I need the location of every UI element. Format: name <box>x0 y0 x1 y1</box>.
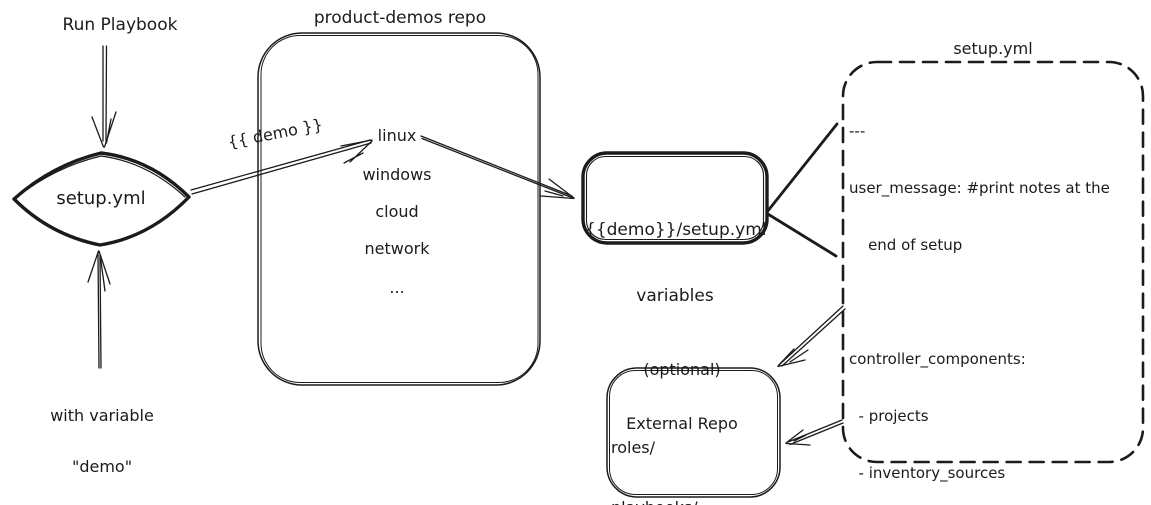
variables-box-label: {{demo}}/setup.yml variables <box>585 175 767 351</box>
yaml-line: end of setup <box>849 236 963 254</box>
variables-box-line1: {{demo}}/setup.yml <box>585 220 767 240</box>
external-repo-box <box>606 367 781 498</box>
external-repo-content: roles/ playbooks/ .... <box>611 398 776 505</box>
yaml-line: user_message: #print notes at the <box>849 179 1110 197</box>
external-repo-label-line2: External Repo <box>626 414 738 433</box>
repo-item-ellipsis: ... <box>389 278 405 297</box>
setup-yml-file-title: setup.yml <box>953 39 1033 58</box>
variables-box-line2: variables <box>636 286 714 306</box>
external-repo-playbooks: playbooks/ <box>611 498 776 505</box>
linux-to-variables-arrow <box>420 135 575 200</box>
external-repo-roles: roles/ <box>611 438 656 457</box>
yaml-line <box>849 293 1145 312</box>
repo-item-linux: linux <box>377 126 417 145</box>
external-repo-label: (optional) External Repo <box>606 325 758 469</box>
repo-item-network: network <box>364 239 430 258</box>
yaml-line: controller_components: <box>849 350 1026 368</box>
demo-arrow <box>190 139 373 195</box>
templates-to-external-arrow <box>785 419 844 446</box>
external-repo-label-line1: (optional) <box>643 360 721 379</box>
setup-yml-dashed-box <box>841 60 1145 464</box>
with-variable-line2: "demo" <box>71 457 133 476</box>
with-variable-label: with variable "demo" <box>28 373 176 505</box>
yaml-line: - inventory_sources <box>849 464 1006 482</box>
variables-box <box>581 151 769 245</box>
setup-yml-content: --- user_message: #print notes at the en… <box>849 84 1145 505</box>
yaml-line: - projects <box>849 407 929 425</box>
repo-item-cloud: cloud <box>375 202 419 221</box>
zoom-bracket-lines <box>765 122 839 258</box>
projects-to-external-arrow <box>777 305 846 368</box>
yaml-line: --- <box>849 122 866 140</box>
product-demos-box <box>257 32 541 386</box>
setup-diamond <box>12 151 191 247</box>
product-demos-repo-title: product-demos repo <box>313 8 487 28</box>
repo-item-windows: windows <box>362 165 432 184</box>
run-playbook-label: Run Playbook <box>62 15 178 35</box>
with-variable-arrow <box>87 250 111 369</box>
with-variable-line1: with variable <box>50 406 154 425</box>
setup-yml-diamond-label: setup.yml <box>56 188 146 209</box>
run-playbook-arrow <box>91 45 117 148</box>
